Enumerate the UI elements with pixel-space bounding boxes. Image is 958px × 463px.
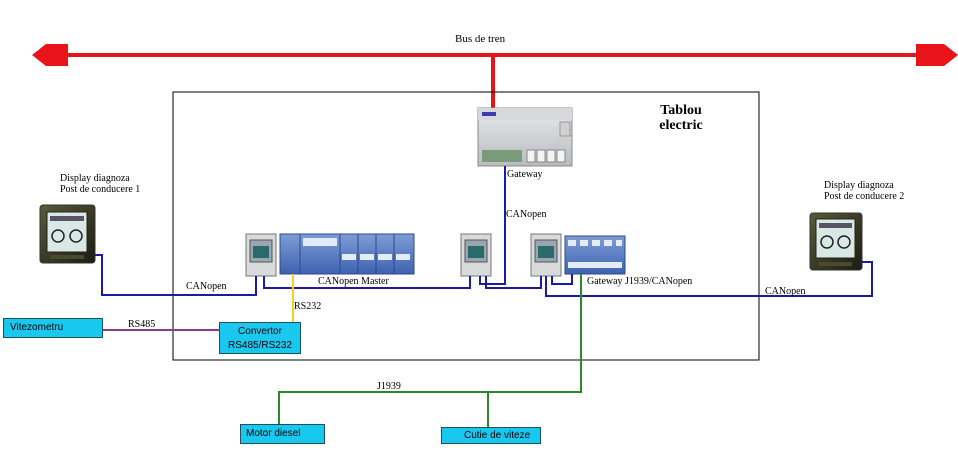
display-icon — [809, 212, 863, 271]
canopen-master-label: CANopen Master — [318, 276, 389, 287]
panel-title: Tablou electric — [659, 103, 703, 133]
convertor-label-line1: Convertor — [238, 326, 282, 337]
bus-label: Bus de tren — [455, 33, 506, 45]
canopen-wiring — [95, 166, 873, 297]
gateway-j1939-label: Gateway J1939/CANopen — [587, 276, 693, 287]
gateway-label: Gateway — [507, 169, 543, 180]
canopen-vertical-label: CANopen — [506, 209, 547, 220]
j1939-wiring — [278, 274, 582, 427]
io-module-icon — [460, 233, 492, 277]
plc-gateway-icon — [477, 107, 573, 167]
rs232-label: RS232 — [294, 301, 322, 312]
display2-subtitle: Post de conducere 2 — [824, 191, 905, 202]
convertor-label-line2: RS485/RS232 — [228, 340, 292, 351]
io-module-icon — [245, 233, 415, 277]
rs485-label: RS485 — [128, 319, 156, 330]
display1-title: Display diagnoza — [60, 173, 130, 184]
cutie-viteze-box: Cutie de viteze — [441, 427, 541, 444]
train-bus — [32, 44, 958, 108]
display-icon — [39, 204, 96, 264]
canopen-right-label: CANopen — [765, 286, 806, 297]
display2-title: Display diagnoza — [824, 180, 894, 191]
j1939-label: J1939 — [377, 381, 401, 392]
arrowhead-left-icon — [32, 44, 68, 66]
io-module-icon — [530, 233, 626, 277]
vitezometru-label: Vitezometru — [10, 322, 64, 333]
cutie-viteze-label: Cutie de viteze — [464, 430, 531, 441]
motor-diesel-box: Motor diesel — [240, 424, 325, 444]
motor-diesel-label: Motor diesel — [246, 428, 301, 439]
canopen-left-label: CANopen — [186, 281, 227, 292]
arrowhead-right-icon — [916, 44, 958, 66]
electrical-panel-frame — [172, 91, 760, 361]
display1-subtitle: Post de conducere 1 — [60, 184, 141, 195]
vitezometru-box: Vitezometru — [3, 318, 103, 338]
convertor-box: Convertor RS485/RS232 — [219, 322, 301, 354]
